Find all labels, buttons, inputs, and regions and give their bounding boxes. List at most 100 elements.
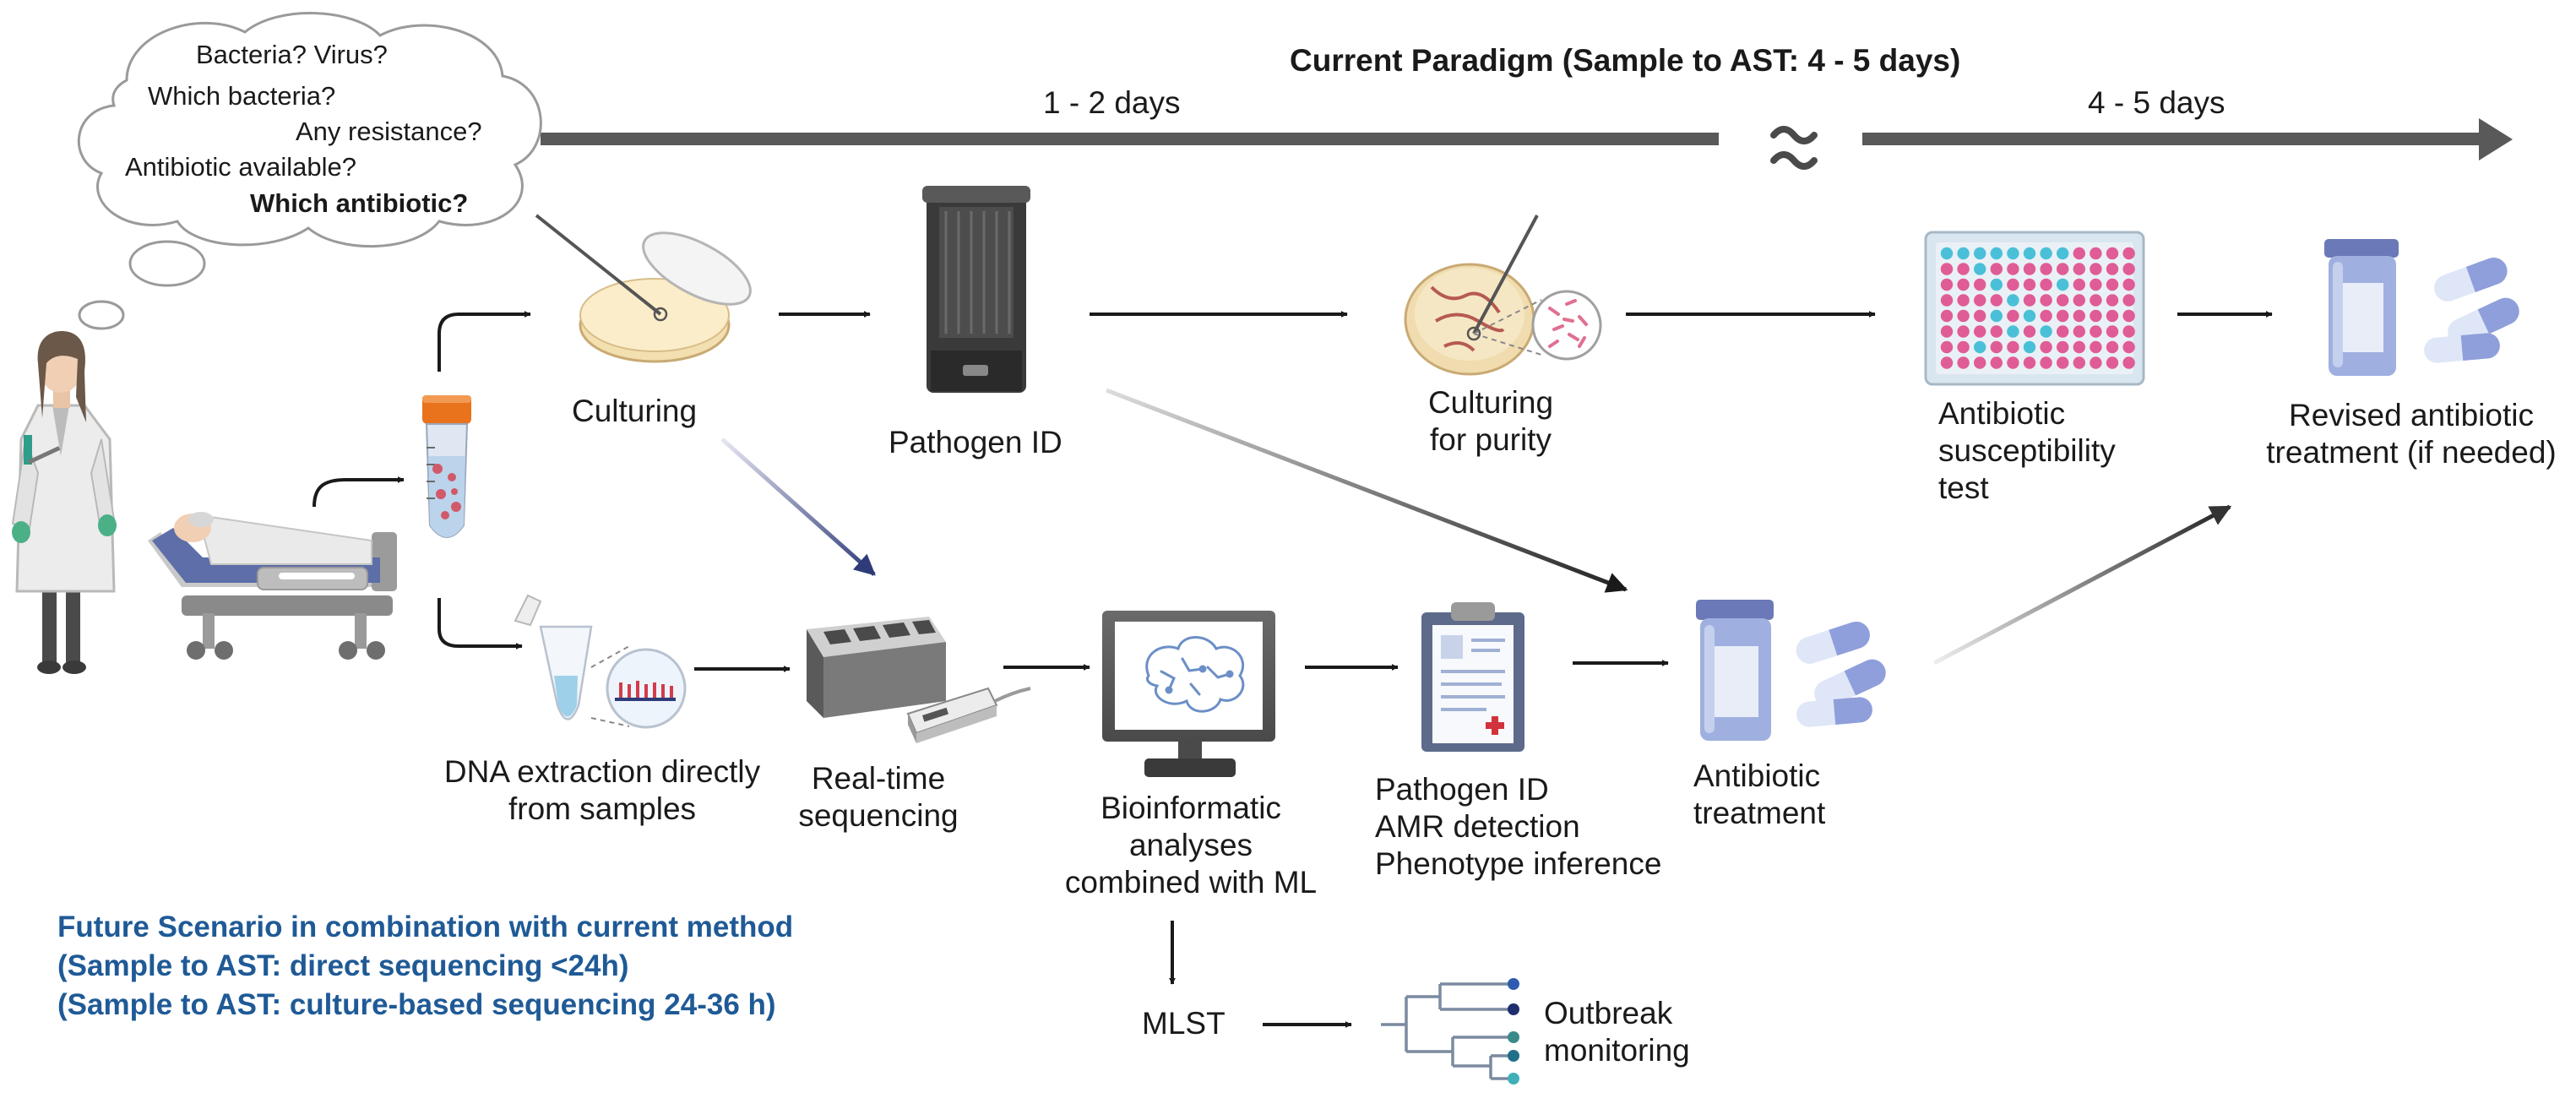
sample-tube-icon [422, 395, 471, 538]
plate-well [1990, 340, 2003, 354]
plate-well [2040, 247, 2052, 260]
label-line: from samples [508, 791, 697, 826]
question-antibiotic-available: Antibiotic available? [125, 152, 357, 182]
plate-well [1990, 309, 2003, 323]
question-which-bacteria: Which bacteria? [148, 81, 336, 111]
plate-well [2057, 340, 2069, 354]
label-line: for purity [1430, 422, 1552, 457]
sequencer-icon [807, 617, 1031, 743]
plate-well [1957, 278, 1970, 291]
timeline [541, 118, 2513, 170]
plate-well [2122, 278, 2135, 291]
plate-well [2023, 309, 2036, 323]
label-line: combined with ML [1064, 865, 1318, 900]
plate-well [2007, 278, 2019, 291]
arrow-treatment-to-revised [1932, 504, 2232, 666]
plate-well [2023, 278, 2036, 291]
plate-well [2090, 325, 2102, 338]
label-line: DNA extraction directly [443, 754, 761, 789]
step-ast-label: Antibiotic susceptibility test [1938, 395, 2116, 507]
future-scenario-text: Future Scenario in combination with curr… [57, 908, 793, 1025]
label-line: AMR detection [1375, 809, 1580, 844]
plate-well [2090, 247, 2102, 260]
plate-well [2040, 263, 2052, 275]
step-dna-extraction-label: DNA extraction directly from samples [421, 753, 784, 828]
arrow-pathogen-id-to-treatment [1106, 388, 1628, 593]
plate-well [2106, 247, 2119, 260]
plate-well [1974, 309, 1986, 323]
plate-well [2057, 309, 2069, 323]
plate-well [2023, 263, 2036, 275]
step-detection-label: Pathogen ID AMR detection Phenotype infe… [1375, 771, 1661, 883]
plate-well [2106, 340, 2119, 354]
plate-well [2007, 309, 2019, 323]
step-culturing-label: Culturing [572, 394, 698, 428]
label-line: analyses [1128, 828, 1253, 862]
plate-well [1940, 294, 1954, 307]
plate-well [1990, 325, 2003, 338]
plate-well [1974, 325, 1986, 338]
plate-well [2057, 325, 2069, 338]
plate-well [1940, 278, 1954, 291]
plate-well [2057, 247, 2069, 260]
capsule-icon [1814, 659, 1886, 708]
plate-well [2023, 247, 2036, 260]
plate-well [1990, 294, 2003, 307]
computer-brain-icon [1102, 611, 1275, 777]
label-line: Real-time [811, 761, 946, 796]
step-pathogen-id-label: Pathogen ID [889, 425, 1062, 459]
plate-well [2090, 356, 2102, 369]
plate-well [1974, 247, 1986, 260]
plate-well [1974, 263, 1986, 275]
label-line: treatment [1693, 796, 1826, 830]
plate-well [1990, 247, 2003, 260]
plate-well [1957, 309, 1970, 323]
plate-well [2073, 278, 2085, 291]
plate-well [1974, 294, 1986, 307]
plate-well [2023, 294, 2036, 307]
future-line: Future Scenario in combination with curr… [57, 911, 794, 943]
purity-culture-icon [1404, 215, 1602, 376]
plate-well [2023, 356, 2036, 369]
plate-well [2122, 356, 2135, 369]
plate-well [2090, 278, 2102, 291]
dna-extraction-icon [514, 594, 687, 729]
plate-well [2007, 247, 2019, 260]
plate-well [2023, 325, 2036, 338]
plate-well [2106, 356, 2119, 369]
arrow-tube-to-dna [437, 598, 523, 650]
timeline-arrowhead [2479, 118, 2513, 160]
timeline-bar-phase1 [541, 133, 1719, 145]
label-line: monitoring [1544, 1033, 1690, 1068]
timeline-label-1-2-days: 1 - 2 days [1043, 85, 1181, 120]
future-line: (Sample to AST: direct sequencing <24h) [57, 949, 629, 982]
plate-well [2090, 309, 2102, 323]
plate-well [1974, 278, 1986, 291]
maldi-instrument-icon [922, 186, 1030, 393]
plate-well [1990, 356, 2003, 369]
plate-well [1940, 325, 1954, 338]
flow-arrows [312, 311, 2273, 1028]
clipboard-report-icon [1421, 602, 1524, 752]
timeline-bar-phase2 [1862, 133, 2483, 145]
plate-well [2090, 340, 2102, 354]
plate-well [2057, 263, 2069, 275]
label-line: Pathogen ID [1375, 772, 1549, 807]
plate-well [2122, 309, 2135, 323]
arrow-bed-to-tube [312, 476, 405, 508]
arrow-culturing-to-sequencing [720, 438, 876, 576]
step-outbreak-label: Outbreak monitoring [1544, 995, 1690, 1069]
label-line: Antibiotic [1938, 396, 2066, 431]
plate-well [1957, 356, 1970, 369]
plate-well [2073, 309, 2085, 323]
capsule-icon [1796, 697, 1872, 727]
plate-well [2073, 356, 2085, 369]
plate-well [2040, 278, 2052, 291]
plate-well [2122, 263, 2135, 275]
plate-well [1957, 247, 1970, 260]
step-revised-treatment-label: Revised antibiotic treatment (if needed) [2251, 397, 2572, 471]
thought-cloud [77, 12, 542, 330]
brain-icon [1145, 636, 1245, 713]
